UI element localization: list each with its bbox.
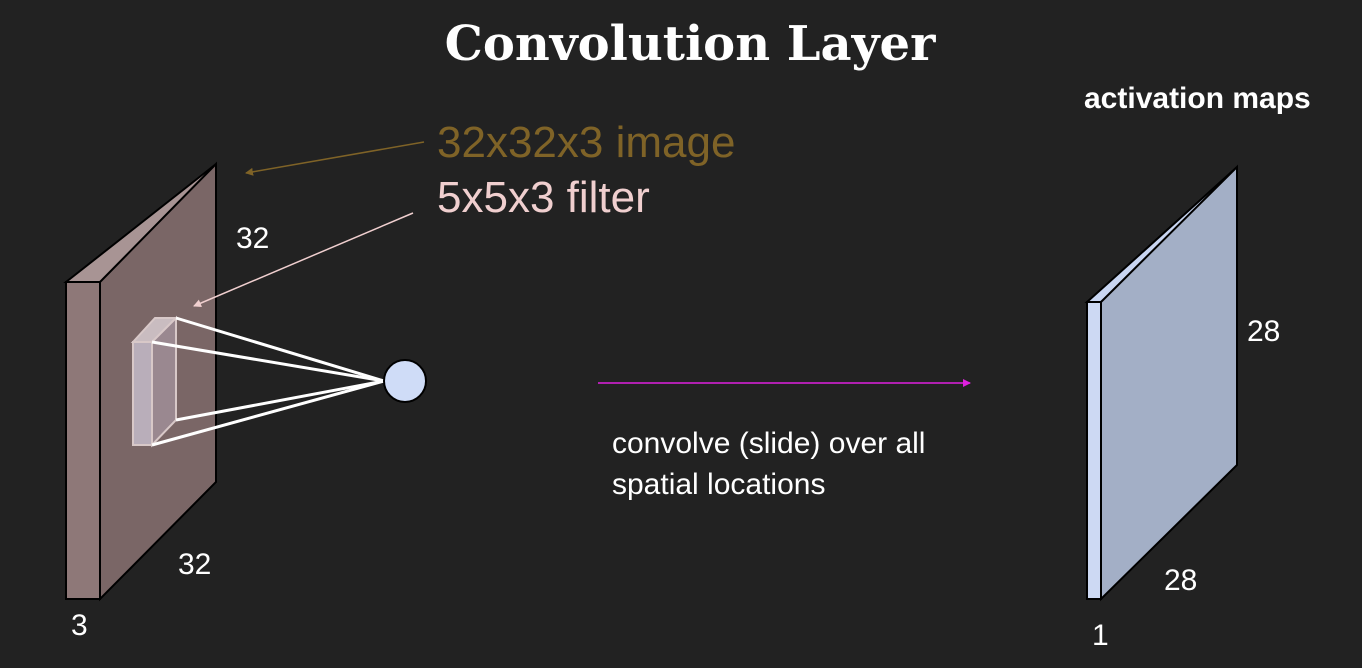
- filter-label: 5x5x3 filter: [437, 173, 650, 222]
- filter-side-face: [132, 341, 153, 446]
- page-title: Convolution Layer: [445, 16, 936, 72]
- connection-line: [151, 340, 385, 383]
- filter-connections: [151, 316, 385, 447]
- output-depth-label: 1: [1092, 619, 1109, 652]
- output-width-label: 28: [1164, 564, 1197, 597]
- input-depth-label: 3: [71, 609, 88, 642]
- connection-line: [151, 379, 385, 447]
- input-height-label: 32: [236, 222, 269, 255]
- image-label: 32x32x3 image: [437, 118, 735, 167]
- convolve-text-line1: convolve (slide) over all: [612, 427, 925, 460]
- neuron-circle: [383, 359, 427, 403]
- filter-pointer-arrow: [193, 212, 414, 307]
- input-volume-side-face: [65, 281, 101, 600]
- activation-map: [1084, 164, 1238, 602]
- convolve-text-line2: spatial locations: [612, 468, 825, 501]
- connection-line: [175, 316, 385, 383]
- output-height-label: 28: [1247, 315, 1280, 348]
- image-pointer-arrow: [245, 141, 425, 176]
- connection-line: [175, 379, 385, 422]
- activation-maps-heading: activation maps: [1084, 82, 1311, 115]
- input-width-label: 32: [178, 548, 211, 581]
- activation-map-side-face: [1086, 301, 1102, 600]
- filter-box: [130, 315, 179, 448]
